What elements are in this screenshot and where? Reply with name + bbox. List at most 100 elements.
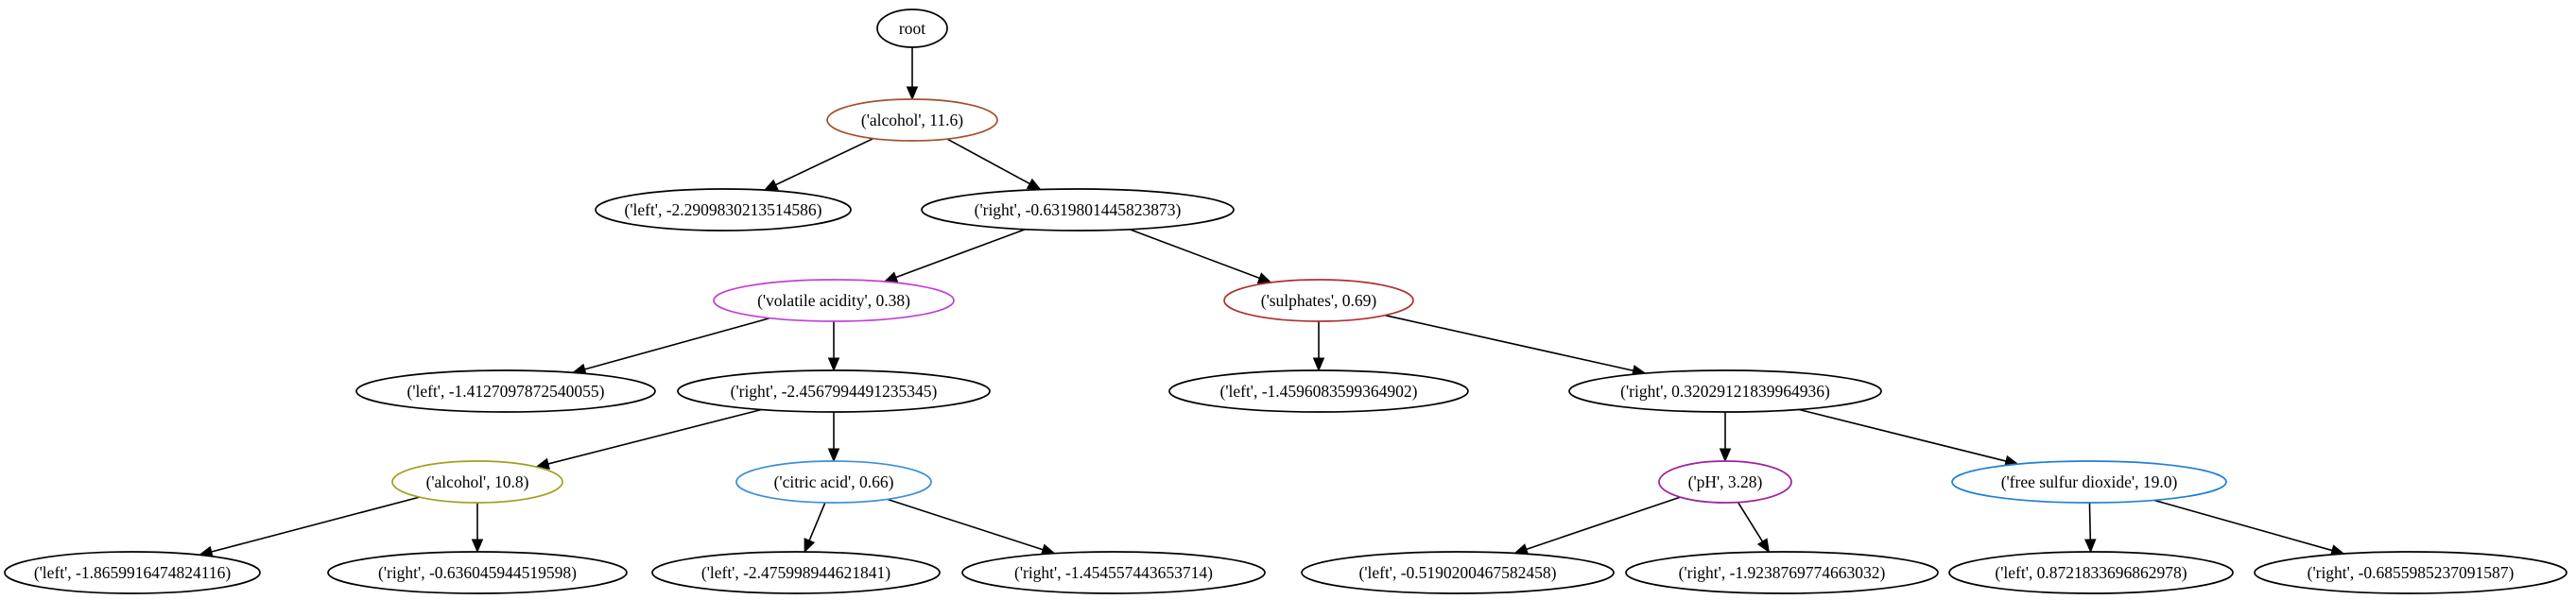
node-label: ('left', -2.475998944621841) [701,563,890,582]
tree-node-n18: ('left', -0.5190200467582458) [1301,551,1615,594]
node-label: ('left', -0.5190200467582458) [1359,563,1557,582]
node-ellipse [1301,551,1615,594]
node-ellipse [921,188,1235,231]
tree-node-n14: ('left', -1.8659916474824116) [4,551,261,594]
edge-line [946,138,1030,185]
edge-n1-n2 [763,137,874,191]
node-label: ('left', 0.8721833696862978) [1995,563,2187,582]
edge-n4-n7 [827,321,840,372]
arrowhead [1719,448,1732,463]
arrowhead [2084,539,2097,554]
node-label: ('volatile acidity', 0.38) [757,291,910,310]
node-label: ('alcohol', 10.8) [426,472,529,491]
tree-node-n19: ('right', -1.9238769774663032) [1625,551,1939,594]
tree-node-n4: ('volatile acidity', 0.38) [713,279,955,322]
node-ellipse [1948,551,2234,594]
node-ellipse [1168,369,1469,413]
node-label: ('left', -1.4596083599364902) [1220,382,1418,401]
tree-node-n20: ('left', 0.8721833696862978) [1948,551,2234,594]
edge-line [1385,314,1634,372]
arrowhead [1026,178,1042,191]
node-label: ('right', -2.4567994491235345) [731,382,938,401]
nodes-layer: root ('alcohol', 11.6) ('left', -2.2909830… [4,9,2567,594]
node-label: ('left', -2.2909830213514586) [625,200,822,219]
edge-n12-n18 [1513,496,1681,556]
node-label: ('left', -1.4127097872540055) [407,382,605,401]
node-label: ('sulphates', 0.69) [1261,291,1377,310]
arrowhead [1756,538,1770,554]
arrowhead [1256,272,1272,284]
arrowhead [906,86,919,101]
edge-line [887,498,1044,551]
node-label: ('pH', 3.28) [1688,472,1763,491]
edge-line [584,317,770,370]
edge-line [547,408,762,465]
edge-n3-n5 [1129,228,1272,284]
node-ellipse [1658,460,1792,504]
node-ellipse [1568,369,1882,413]
edge-n5-n9 [1385,314,1647,377]
tree-node-n16: ('left', -2.475998944621841) [651,551,941,594]
edge-n11-n16 [804,502,826,554]
edge-root-n1 [906,47,919,101]
edge-line [1129,228,1260,280]
edge-line [1526,496,1681,551]
edge-line [211,496,420,553]
node-label: ('free sulfur dioxide', 19.0) [2001,472,2178,491]
node-ellipse [391,460,563,504]
tree-node-n8: ('left', -1.4596083599364902) [1168,369,1469,413]
arrowhead [1312,357,1325,372]
tree-node-n11: ('citric acid', 0.66) [735,460,932,504]
edge-n9-n12 [1719,412,1732,463]
edge-n5-n8 [1312,321,1325,372]
node-ellipse [876,9,948,48]
arrowhead [883,271,899,283]
tree-node-n5: ('sulphates', 0.69) [1223,279,1414,322]
edge-n7-n11 [827,412,840,463]
tree-node-n12: ('pH', 3.28) [1658,460,1792,504]
tree-node-n10: ('alcohol', 10.8) [391,460,563,504]
node-ellipse [1223,279,1414,322]
node-ellipse [677,369,991,413]
edge-n7-n10 [535,408,762,470]
node-ellipse [595,188,852,231]
edge-line [1798,408,2007,462]
node-label: ('right', -0.6855985237091587) [2308,563,2515,582]
edge-line [1737,502,1764,542]
node-ellipse [651,551,941,594]
tree-node-n6: ('left', -1.4127097872540055) [355,369,656,413]
edge-n10-n15 [471,503,484,554]
tree-node-n2: ('left', -2.2909830213514586) [595,188,852,231]
edge-line [775,137,874,186]
node-label: ('right', -0.6319801445823873) [975,200,1182,219]
node-ellipse [961,551,1266,594]
edge-n1-n3 [946,138,1042,191]
node-ellipse [2254,551,2567,594]
tree-node-n1: ('alcohol', 11.6) [826,98,998,142]
node-label: ('right', -0.636045944519598) [378,563,577,582]
edge-n10-n14 [198,496,420,557]
edge-line [2088,502,2092,540]
edge-n4-n6 [571,317,770,375]
node-ellipse [1625,551,1939,594]
edge-n13-n20 [2084,502,2097,554]
edge-line [895,228,1026,279]
edge-n11-n17 [887,498,1056,556]
node-label: ('alcohol', 11.6) [861,111,963,129]
tree-node-root: root [876,9,948,48]
tree-node-n9: ('right', 0.32029121839964936) [1568,369,1882,413]
arrowhead [471,539,484,554]
tree-node-n15: ('right', -0.636045944519598) [327,551,628,594]
node-label: ('left', -1.8659916474824116) [34,563,232,582]
node-ellipse [327,551,628,594]
edge-n3-n4 [883,228,1026,283]
tree-node-n13: ('free sulfur dioxide', 19.0) [1951,460,2227,504]
edge-line [2153,499,2333,552]
node-ellipse [735,460,932,504]
node-ellipse [1951,460,2227,504]
tree-node-n17: ('right', -1.454557443653714) [961,551,1266,594]
tree-node-n3: ('right', -0.6319801445823873) [921,188,1235,231]
arrowhead [804,538,816,554]
node-label: ('right', 0.32029121839964936) [1620,382,1830,401]
